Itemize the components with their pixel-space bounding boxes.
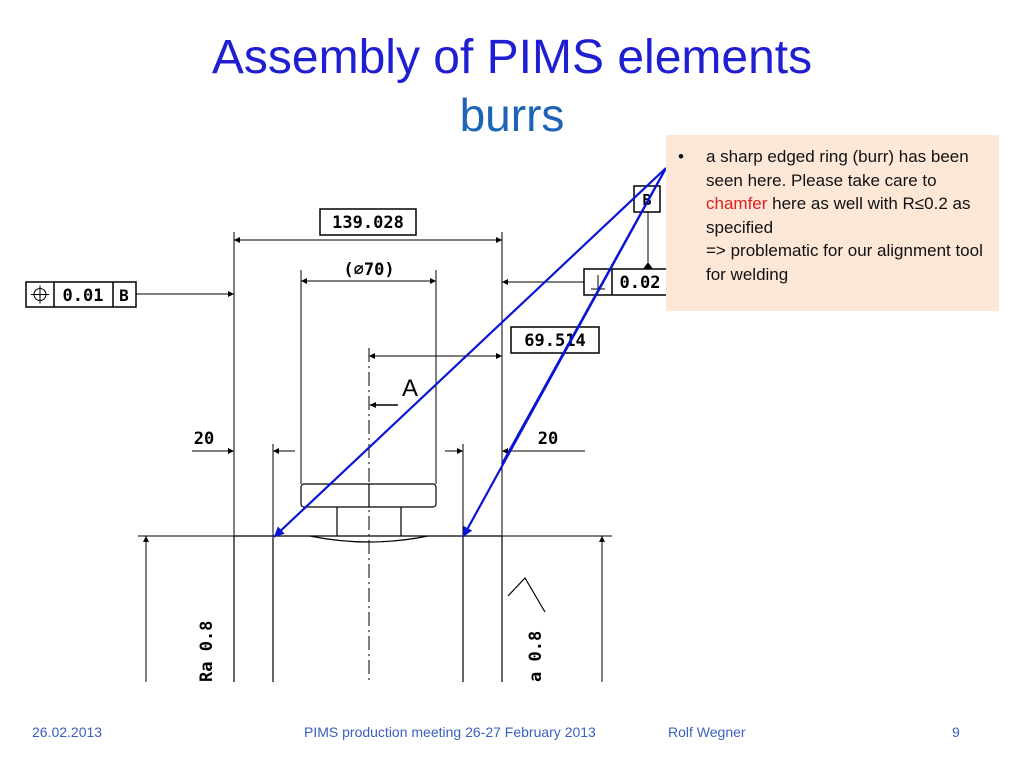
dim-box-half: [510, 326, 600, 354]
dim-text-left-gap: 20: [194, 429, 214, 449]
dim-text-overall: 139.028: [332, 213, 404, 233]
position-tolerance-value: 0.01: [63, 286, 104, 306]
roughness-left: Ra 0.8: [197, 621, 217, 682]
footer-date: 26.02.2013: [32, 724, 103, 740]
note-highlight: chamfer: [706, 194, 768, 213]
footer-author: Rolf Wegner: [668, 724, 746, 740]
dim-text-half: 69.514: [524, 331, 585, 351]
section-label: A: [402, 375, 418, 402]
callout-lines: [273, 167, 667, 538]
dim-box-overall: [319, 208, 417, 236]
roughness-right: a 0.8: [526, 631, 546, 682]
dimension-lines: [136, 212, 649, 682]
note-bullet: •: [678, 147, 684, 166]
position-datum: B: [119, 286, 129, 305]
note-line-1: a sharp edged ring (burr) has been seen …: [706, 147, 971, 237]
footer-page-number: 9: [952, 724, 960, 740]
extension-lines: [138, 232, 612, 682]
note-line-2: => problematic for our alignment tool fo…: [706, 241, 983, 284]
dim-text-diameter: (∅70): [343, 260, 394, 280]
burr-note: • a sharp edged ring (burr) has been see…: [666, 135, 999, 311]
dim-text-right-gap: 20: [538, 429, 558, 449]
position-tolerance-frame: 0.01 B: [25, 281, 137, 308]
perpendicular-tolerance-value: 0.02: [620, 273, 661, 293]
footer-meeting: PIMS production meeting 26-27 February 2…: [304, 724, 596, 740]
datum-label: B: [642, 191, 651, 209]
part-outline: [233, 483, 546, 682]
slide-subtitle: burrs: [459, 89, 565, 141]
slide-title: Assembly of PIMS elements: [211, 31, 813, 84]
